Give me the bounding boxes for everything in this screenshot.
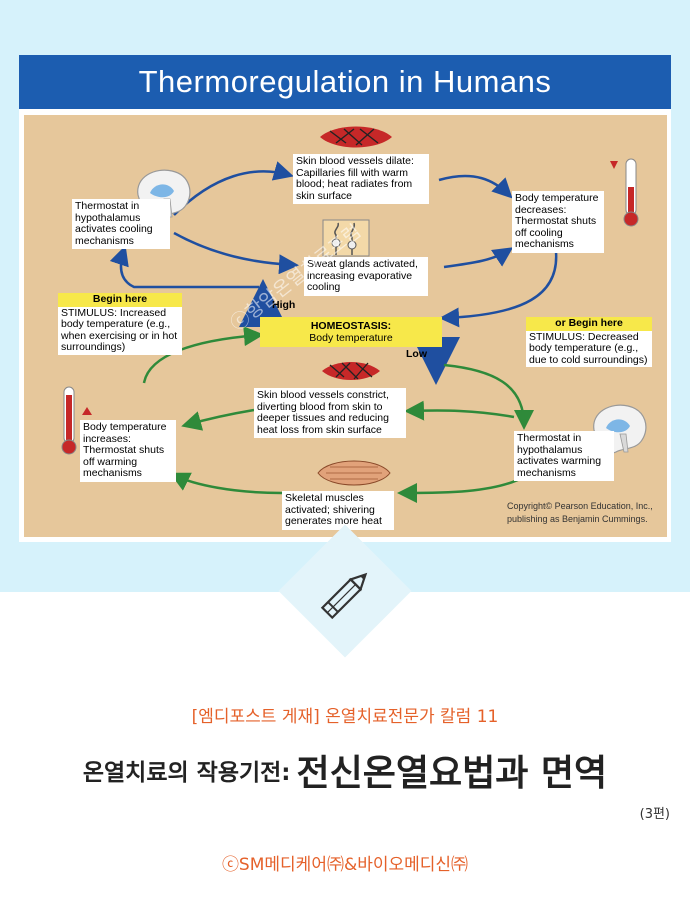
thermostat-cooling-box: Thermostat in hypothalamus activates coo… xyxy=(72,199,170,249)
stimulus-increased-text: STIMULUS: Increased body temperature (e.… xyxy=(61,306,178,353)
skin-constrict-box: Skin blood vessels constrict, diverting … xyxy=(254,388,406,438)
pencil-icon xyxy=(320,572,368,620)
blood-vessel-icon xyxy=(322,362,380,380)
figure-title: Thermoregulation in Humans xyxy=(19,55,671,109)
blood-vessel-icon xyxy=(320,126,392,148)
high-label: High xyxy=(272,299,296,311)
thermostat-warming-box: Thermostat in hypothalamus activates war… xyxy=(514,431,614,481)
article-headline: 온열치료의 작용기전:전신온열요법과 면역 xyxy=(0,744,690,796)
part-label: (3편) xyxy=(639,807,670,822)
sweat-glands-box: Sweat glands activated, increasing evapo… xyxy=(304,257,428,296)
low-label: Low xyxy=(406,348,427,360)
diagram-arrows xyxy=(109,161,558,503)
homeostasis-subtitle: Body temperature xyxy=(309,332,393,344)
shivering-box: Skeletal muscles activated; shivering ge… xyxy=(282,491,394,530)
homeostasis-title: HOMEOSTASIS: xyxy=(310,320,392,332)
copyright-line-2: publishing as Benjamin Cummings. xyxy=(507,514,648,524)
headline-main: 전신온열요법과 면역 xyxy=(296,753,608,794)
stimulus-decreased-box: or Begin here STIMULUS: Decreased body t… xyxy=(526,317,652,367)
homeostasis-box: HOMEOSTASIS: Body temperature xyxy=(260,317,442,347)
stimulus-decreased-text: STIMULUS: Decreased body temperature (e.… xyxy=(529,330,648,366)
footer-credit: ⓒSM메디케어㈜&바이오메디신㈜ xyxy=(221,855,469,875)
copyright-note: Copyright© Pearson Education, Inc., publ… xyxy=(507,500,653,526)
thermometer-icon xyxy=(61,386,92,455)
thermometer-icon xyxy=(610,158,639,227)
temp-increases-box: Body temperature increases: Thermostat s… xyxy=(80,420,176,482)
or-begin-here-label: or Begin here xyxy=(526,317,652,331)
muscle-icon xyxy=(317,460,391,486)
article-subtitle: [엠디포스트 게재] 온열치료전문가 칼럼 11 xyxy=(191,707,499,727)
temp-decreases-box: Body temperature decreases: Thermostat s… xyxy=(512,191,604,253)
copyright-line-1: Copyright© Pearson Education, Inc., xyxy=(507,501,653,511)
sweat-gland-icon xyxy=(322,219,370,257)
headline-prefix: 온열치료의 작용기전: xyxy=(82,760,291,786)
begin-here-label: Begin here xyxy=(58,293,182,307)
stimulus-increased-box: Begin here STIMULUS: Increased body temp… xyxy=(58,293,182,355)
skin-dilate-box: Skin blood vessels dilate: Capillaries f… xyxy=(293,154,429,204)
thermoregulation-diagram: Skin blood vessels dilate: Capillaries f… xyxy=(24,115,667,537)
